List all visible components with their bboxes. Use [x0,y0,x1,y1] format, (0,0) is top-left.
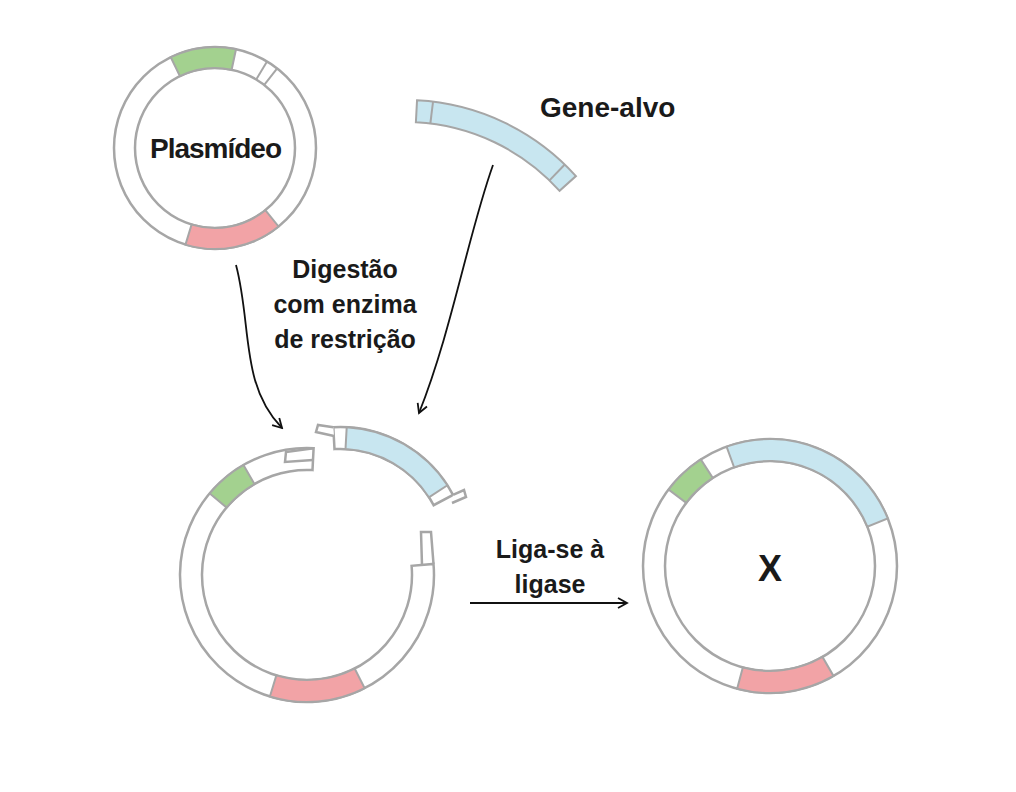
gene-segment [727,439,888,527]
plasmid-ring [643,439,897,693]
cut-plasmid-ring [180,448,434,702]
segment-divider [256,61,267,79]
segment-divider [430,102,433,124]
gene-segment [185,210,278,249]
green-segment [210,465,255,508]
node-label: Plasmídeo [150,133,281,165]
gene-fragment [333,427,453,505]
gene-segment [171,47,236,76]
cut-plasmid-notch [285,448,314,462]
gene-fragment-blue [346,427,448,497]
plasmid-ring [114,47,316,249]
step-label: Liga-se à ligase [480,532,620,602]
red-segment [270,669,365,702]
segment-divider [549,165,564,181]
process-arrow [470,602,627,604]
gene-segment [669,459,713,502]
gene-segment [737,657,833,693]
fragment-notch [316,425,334,436]
node-label: Gene-alvo [540,92,675,124]
fragment-notch [452,490,466,503]
node-label: X [758,548,782,590]
plasmid-circle: Plasmídeo [113,46,318,251]
plasmid-circle: X [640,439,900,699]
step-label: Digestão com enzima de restrição [270,252,420,357]
process-arrow [419,165,493,413]
gene-fragment-node: Gene-alvo [405,88,720,200]
cut-plasmid-notch [421,532,434,565]
segment-divider [264,68,277,85]
